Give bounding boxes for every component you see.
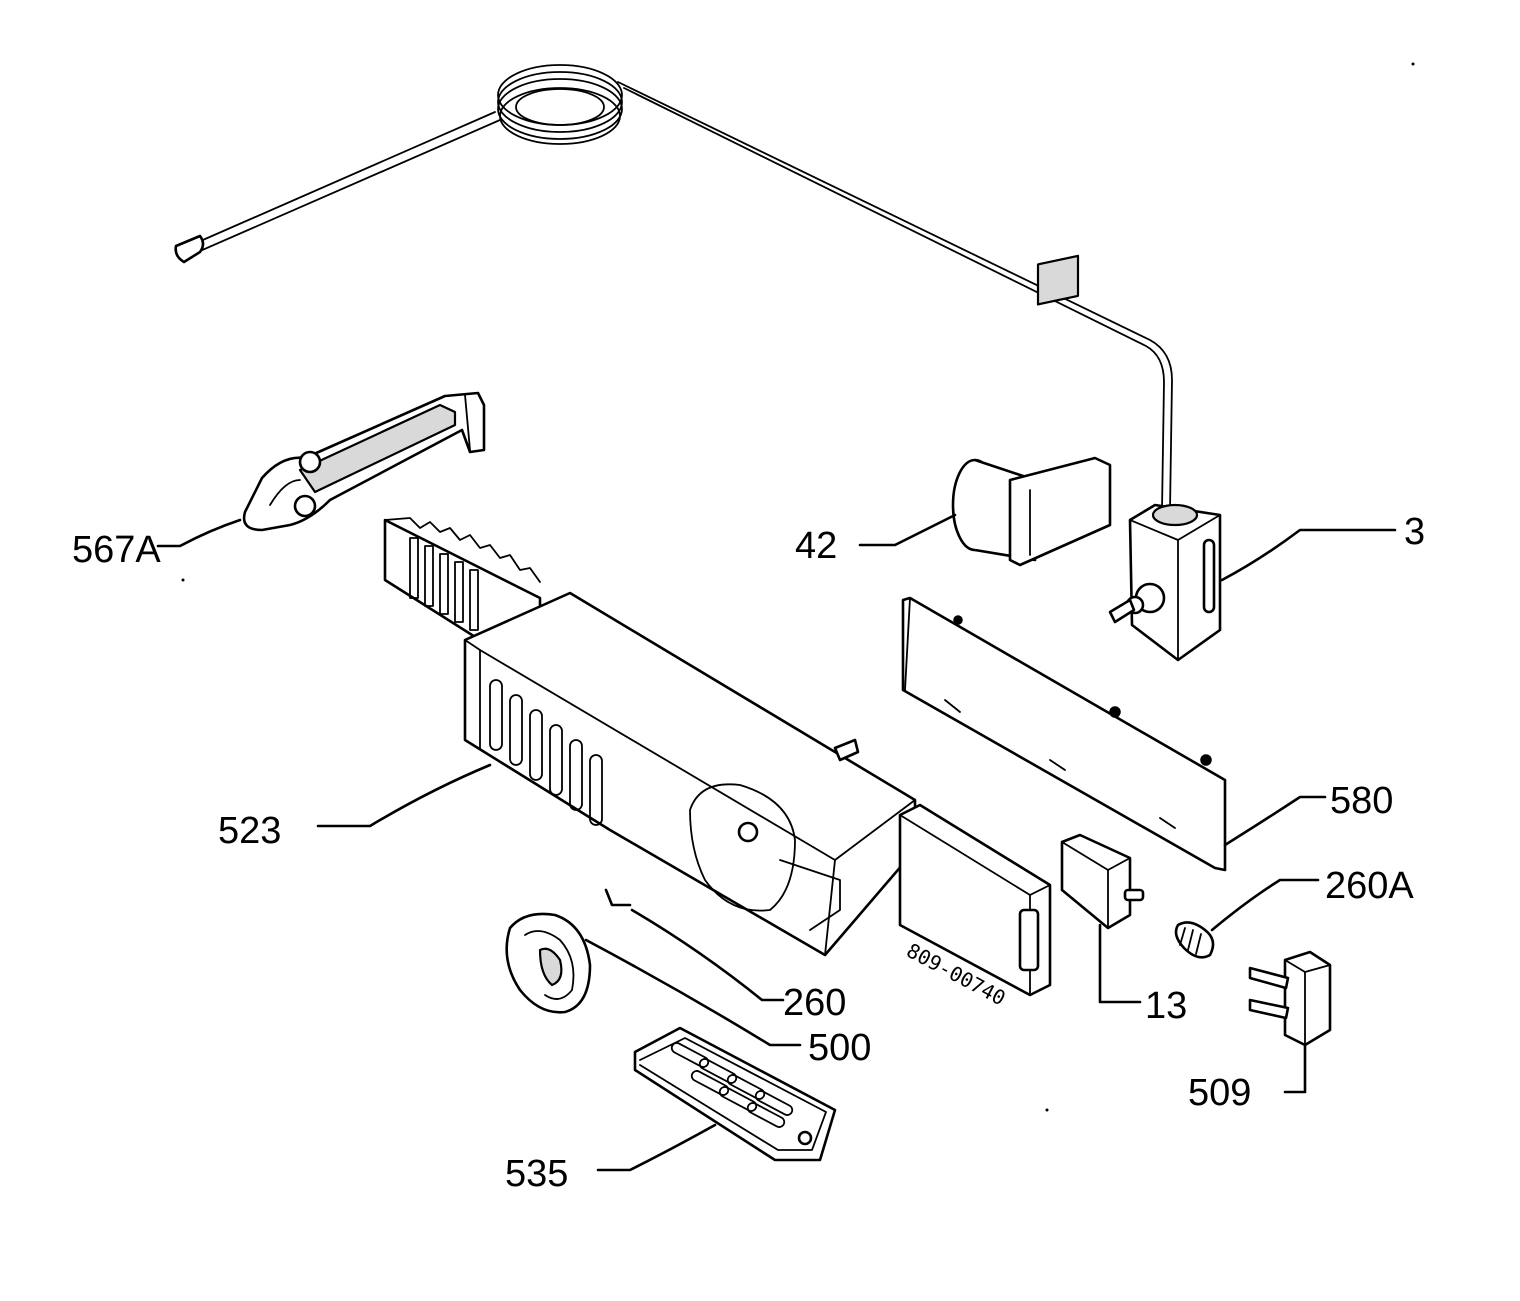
- part-535-grille: [633, 1026, 837, 1162]
- label-535: 535: [505, 1153, 568, 1195]
- scan-specks: [181, 62, 1415, 1112]
- label-13: 13: [1145, 985, 1187, 1027]
- part-labels: 567A 42 3 523 580 260A 260 500 13 509 53…: [72, 511, 1425, 1195]
- stamped-box: 809-00740: [898, 803, 1052, 1010]
- leader-lines: [156, 513, 1397, 1172]
- capillary-tube: [174, 64, 1173, 511]
- part-13-switch: [1060, 833, 1145, 930]
- label-523: 523: [218, 810, 281, 852]
- label-580: 580: [1330, 780, 1393, 822]
- part-580-cover-panel: [901, 596, 1227, 872]
- part-260a-spring: [1174, 921, 1215, 959]
- label-509: 509: [1188, 1072, 1251, 1114]
- label-260: 260: [783, 982, 846, 1024]
- part-42-lamp-socket: [951, 254, 1112, 567]
- part-523-housing: [383, 517, 917, 957]
- label-3: 3: [1404, 511, 1425, 553]
- part-567a-lever: [242, 391, 486, 532]
- part-500-knob: [505, 912, 592, 1014]
- part-509-bracket: [1248, 950, 1332, 1047]
- label-567a: 567A: [72, 529, 161, 571]
- part-3-thermostat: [1108, 503, 1222, 662]
- label-500: 500: [808, 1027, 871, 1069]
- label-42: 42: [795, 525, 837, 567]
- part-260-clip: [604, 888, 632, 907]
- label-260a: 260A: [1325, 865, 1414, 907]
